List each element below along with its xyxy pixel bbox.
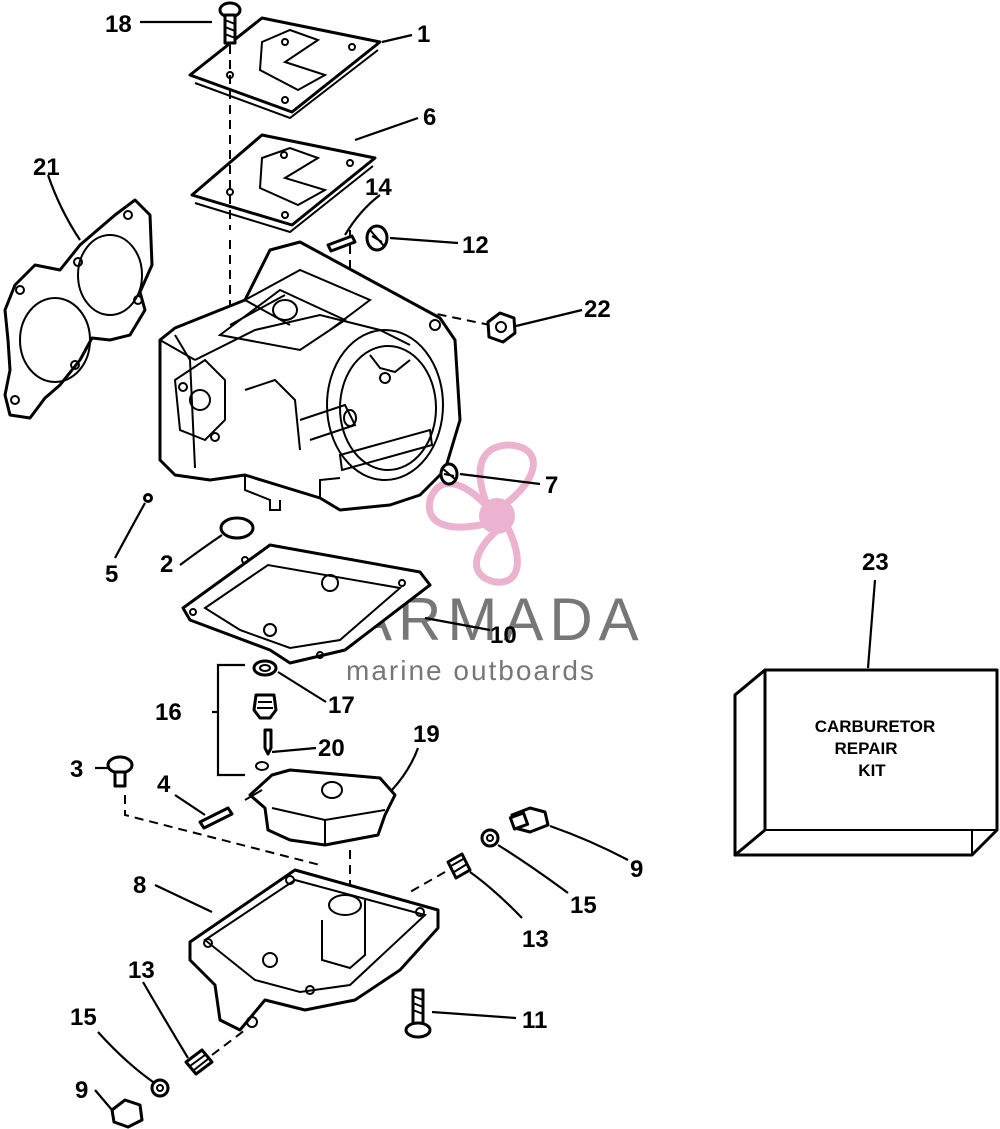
kit-label-line1: CARBURETOR	[815, 717, 936, 736]
callout-6: 6	[423, 104, 436, 131]
callout-9-right: 9	[630, 856, 643, 883]
part-11-screw	[404, 988, 432, 1039]
part-10-gasket	[181, 543, 432, 665]
callout-17: 17	[328, 692, 355, 719]
part-23-repair-kit: CARBURETOR REPAIR KIT	[733, 668, 999, 857]
callout-labels: 18 1 6 21 14 12 22 7 5 2 10 17 16 20 19 …	[33, 11, 889, 1104]
leader-lines	[46, 20, 877, 1111]
callout-13-left: 13	[128, 957, 155, 984]
part-9-plug-right	[508, 806, 550, 834]
part-15-washer-right	[480, 828, 500, 848]
part-13-jet-left	[184, 1048, 214, 1076]
callout-15-right: 15	[570, 892, 597, 919]
callout-2: 2	[160, 551, 173, 578]
part-17-o-ring	[252, 659, 278, 677]
callout-9-left: 9	[75, 1077, 88, 1104]
part-21-gasket	[3, 198, 154, 420]
armada-watermark: ARMADA marine outboards	[346, 441, 639, 686]
callout-4: 4	[157, 771, 171, 798]
part-8-float-bowl	[188, 868, 440, 1032]
part-6-gasket	[190, 133, 377, 234]
part-20-needle	[263, 728, 273, 756]
part-16-needle-seat	[252, 693, 278, 720]
callout-21: 21	[33, 154, 60, 181]
propeller-logo-icon	[425, 441, 537, 586]
part-18-screw	[218, 1, 242, 45]
part-19-float	[244, 768, 397, 847]
callout-8: 8	[133, 872, 146, 899]
callout-7: 7	[545, 472, 558, 499]
callout-12: 12	[462, 232, 489, 259]
callout-10: 10	[490, 622, 517, 649]
callout-5: 5	[105, 561, 118, 588]
part-7-spring	[439, 462, 459, 486]
part-13-jet-right	[446, 852, 472, 880]
kit-label-line3: KIT	[858, 761, 886, 780]
part-9-plug-left	[110, 1098, 144, 1129]
callout-18: 18	[105, 11, 132, 38]
part-2-disk	[219, 516, 255, 540]
part-3-screw	[106, 755, 134, 788]
callout-3: 3	[70, 756, 83, 783]
callout-16: 16	[155, 699, 182, 726]
callout-14: 14	[365, 174, 392, 201]
callout-1: 1	[417, 21, 430, 48]
part-14-pin	[326, 234, 357, 253]
kit-label-line2: REPAIR	[835, 739, 898, 758]
part-1-cover-plate	[188, 16, 382, 120]
watermark-tagline: marine outboards	[346, 655, 596, 686]
callout-20: 20	[318, 735, 345, 762]
callout-13-right: 13	[522, 926, 549, 953]
part-15-washer-left	[150, 1078, 170, 1098]
callout-23: 23	[862, 549, 889, 576]
part-22-nut	[486, 311, 517, 344]
callout-11: 11	[522, 1007, 547, 1034]
callout-19: 19	[413, 721, 440, 748]
part-5-ball	[143, 493, 153, 503]
callout-22: 22	[584, 296, 611, 323]
part-4-pin	[198, 806, 234, 830]
carburetor-body	[158, 240, 462, 512]
callout-15-left: 15	[70, 1004, 97, 1031]
part-12-plug	[365, 224, 389, 252]
